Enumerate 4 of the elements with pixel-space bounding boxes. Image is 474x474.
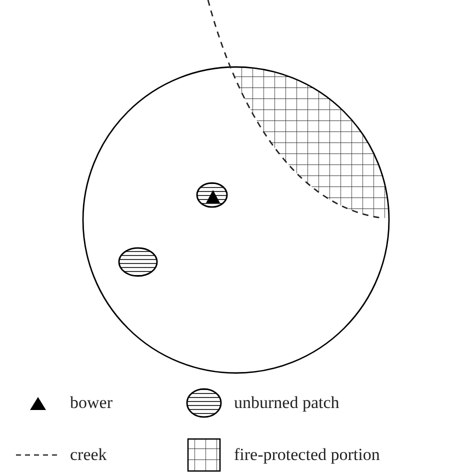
legend-label: bower: [70, 393, 112, 413]
legend-label: fire-protected portion: [234, 445, 380, 465]
legend-label: creek: [70, 445, 107, 465]
legend-label: unburned patch: [234, 393, 340, 413]
